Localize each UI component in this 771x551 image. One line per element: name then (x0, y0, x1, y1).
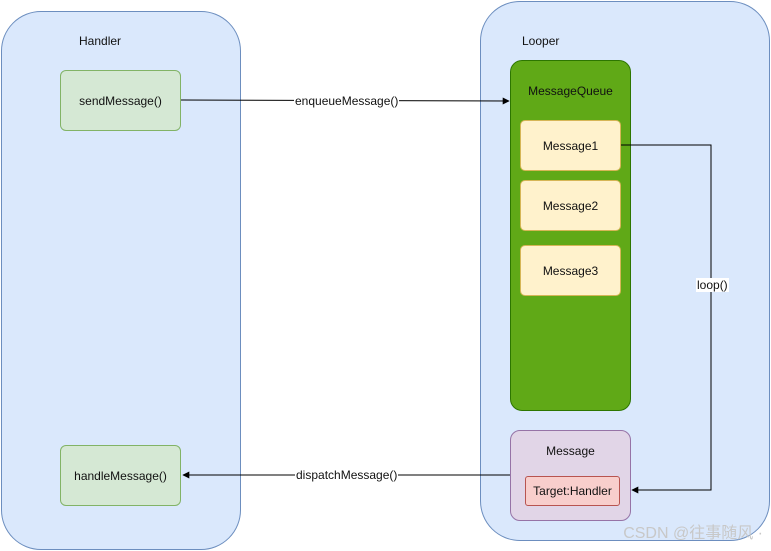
message-queue: MessageQueue (510, 60, 631, 411)
dispatched-message-title: Message (546, 444, 595, 458)
queue-message-3-label: Message3 (542, 263, 599, 278)
loop-edge-label: loop() (696, 278, 729, 292)
handler-title: Handler (79, 34, 122, 48)
handle-message-label: handleMessage() (74, 468, 167, 483)
target-handler-label: Target:Handler (533, 484, 612, 498)
handle-message-node[interactable]: handleMessage() (60, 445, 181, 506)
send-message-node[interactable]: sendMessage() (60, 70, 181, 131)
dispatch-edge-label: dispatchMessage() (295, 468, 399, 482)
send-message-label: sendMessage() (79, 93, 162, 108)
queue-message-1-label: Message1 (542, 138, 599, 153)
queue-message-2[interactable]: Message2 (520, 180, 621, 231)
queue-message-1[interactable]: Message1 (520, 120, 621, 171)
looper-title: Looper (522, 34, 560, 48)
enqueue-edge-label: enqueueMessage() (294, 94, 400, 108)
queue-message-2-label: Message2 (542, 198, 599, 213)
message-queue-title: MessageQueue (528, 84, 613, 98)
watermark: CSDN @往事随风 · (623, 525, 763, 542)
queue-message-3[interactable]: Message3 (520, 245, 621, 296)
target-handler[interactable]: Target:Handler (525, 476, 620, 506)
loop-edge (621, 144, 712, 494)
